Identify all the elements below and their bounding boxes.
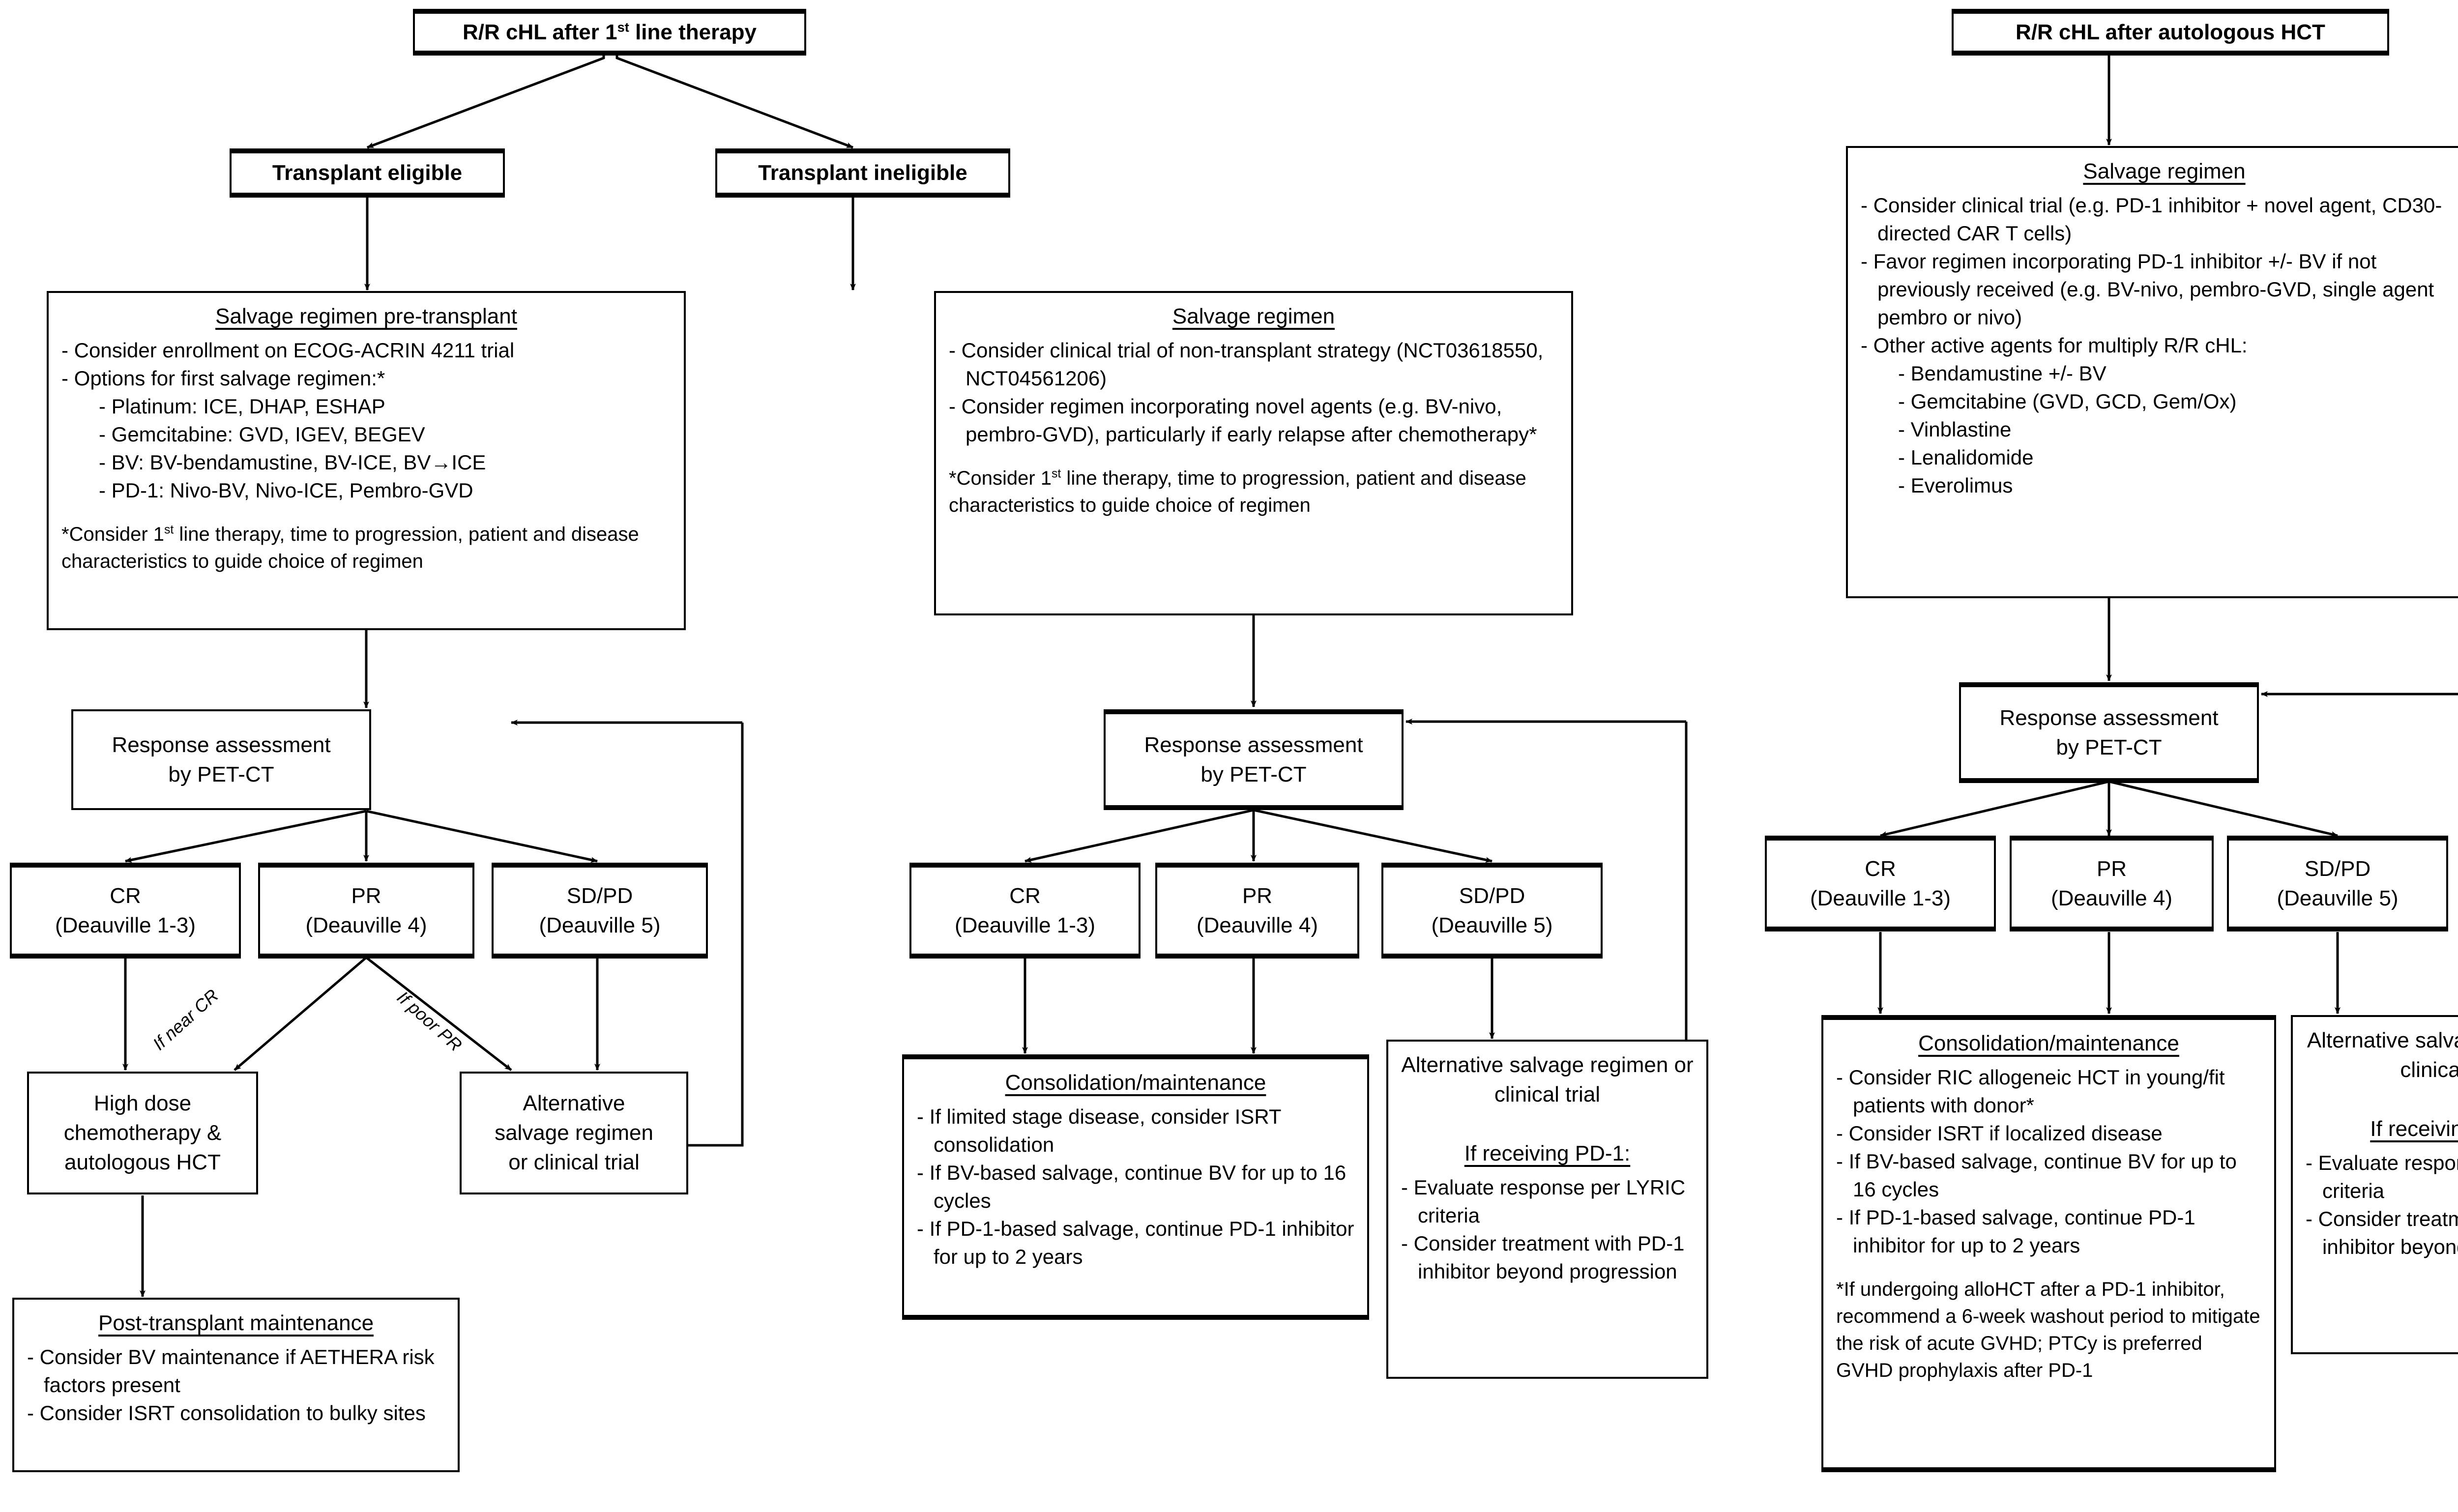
col1-outcome-sdpd-box: SD/PD(Deauville 5) bbox=[492, 863, 708, 959]
col3-salvage-box: Salvage regimen - Consider clinical tria… bbox=[1846, 146, 2458, 598]
col1-outcome-pr-box: PR(Deauville 4) bbox=[258, 863, 474, 959]
col2-alt-header: If receiving PD-1: bbox=[1464, 1141, 1631, 1165]
col1-salvage-subitem: - Platinum: ICE, DHAP, ESHAP bbox=[99, 395, 385, 418]
col2-outcome-pr-label: PR(Deauville 4) bbox=[1197, 883, 1318, 937]
col3-outcome-cr-label: CR(Deauville 1-3) bbox=[1810, 856, 1951, 910]
col3-root-label: R/R cHL after autologous HCT bbox=[2016, 20, 2325, 44]
col2-consolidation-item: - If PD-1-based salvage, continue PD-1 i… bbox=[917, 1217, 1354, 1268]
col3-consolidation-header: Consolidation/maintenance bbox=[1918, 1031, 2179, 1055]
col2-salvage-item: - Consider clinical trial of non-transpl… bbox=[949, 339, 1544, 390]
col2-outcome-pr-box: PR(Deauville 4) bbox=[1155, 863, 1359, 959]
col2-salvage-footnote: *Consider 1st line therapy, time to prog… bbox=[949, 467, 1526, 516]
col2-outcome-cr-label: CR(Deauville 1-3) bbox=[954, 883, 1096, 937]
col2-outcome-cr-box: CR(Deauville 1-3) bbox=[909, 863, 1141, 959]
col3-root-box: R/R cHL after autologous HCT bbox=[1952, 9, 2389, 56]
col1-maintenance-header: Post-transplant maintenance bbox=[98, 1311, 374, 1335]
col1-edge-label-poor-pr: If poor PR bbox=[393, 987, 466, 1055]
col3-consolidation-item: - If BV-based salvage, continue BV for u… bbox=[1836, 1150, 2237, 1201]
col1-edge-label-near-cr: If near CR bbox=[148, 985, 223, 1054]
col3-alt-title: Alternative salvage regimen or clinical … bbox=[2307, 1028, 2458, 1082]
col1-transplant-ineligible-box: Transplant ineligible bbox=[715, 148, 1010, 198]
col1-outcome-cr-label: CR(Deauville 1-3) bbox=[55, 883, 196, 937]
col3-outcome-sdpd-box: SD/PD(Deauville 5) bbox=[2227, 836, 2448, 931]
col3-alt-header: If receiving PD-1: bbox=[2370, 1117, 2458, 1141]
col2-alt-item: - Evaluate response per LYRIC criteria bbox=[1401, 1176, 1686, 1227]
col1-outcome-pr-label: PR(Deauville 4) bbox=[305, 883, 427, 937]
col3-consolidation-footnote: *If undergoing alloHCT after a PD-1 inhi… bbox=[1836, 1279, 2260, 1381]
col1-outcome-sdpd-label: SD/PD(Deauville 5) bbox=[539, 883, 661, 937]
col3-outcome-pr-box: PR(Deauville 4) bbox=[2010, 836, 2214, 931]
col3-alt-item: - Evaluate response per LYRIC criteria bbox=[2306, 1151, 2458, 1202]
col1-root-label: R/R cHL after 1st line therapy bbox=[462, 19, 757, 44]
col3-salvage-subitem: - Everolimus bbox=[1898, 474, 2013, 497]
col2-salvage-header: Salvage regimen bbox=[1172, 304, 1335, 328]
col2-consolidation-header: Consolidation/maintenance bbox=[1005, 1071, 1266, 1095]
col3-salvage-subitem: - Vinblastine bbox=[1898, 418, 2012, 441]
col3-salvage-item: - Consider clinical trial (e.g. PD-1 inh… bbox=[1861, 194, 2442, 245]
col1-salvage-header: Salvage regimen pre-transplant bbox=[215, 304, 517, 328]
col1-salvage-subitem: - Gemcitabine: GVD, IGEV, BEGEV bbox=[99, 423, 425, 446]
col3-consolidation-item: - Consider RIC allogeneic HCT in young/f… bbox=[1836, 1066, 2225, 1117]
col3-salvage-header: Salvage regimen bbox=[2083, 159, 2246, 183]
col2-consolidation-item: - If BV-based salvage, continue BV for u… bbox=[917, 1161, 1346, 1212]
col3-consolidation-box: Consolidation/maintenance - Consider RIC… bbox=[1821, 1015, 2276, 1472]
col2-salvage-box: Salvage regimen - Consider clinical tria… bbox=[934, 291, 1573, 615]
col3-outcome-cr-box: CR(Deauville 1-3) bbox=[1765, 836, 1996, 931]
col1-outcome-cr-box: CR(Deauville 1-3) bbox=[10, 863, 241, 959]
col1-salvage-footnote: *Consider 1st line therapy, time to prog… bbox=[61, 523, 639, 572]
col1-transplant-ineligible-label: Transplant ineligible bbox=[758, 161, 967, 185]
col2-salvage-item: - Consider regimen incorporating novel a… bbox=[949, 395, 1537, 446]
col1-post-transplant-maintenance-box: Post-transplant maintenance - Consider B… bbox=[12, 1298, 460, 1472]
col3-alternative-salvage-box: Alternative salvage regimen or clinical … bbox=[2291, 1015, 2458, 1354]
col1-salvage-item: - Options for first salvage regimen:* bbox=[61, 367, 385, 390]
col2-consolidation-box: Consolidation/maintenance - If limited s… bbox=[902, 1054, 1369, 1320]
col1-salvage-subitem: - PD-1: Nivo-BV, Nivo-ICE, Pembro-GVD bbox=[99, 479, 473, 502]
col2-consolidation-item: - If limited stage disease, consider ISR… bbox=[917, 1105, 1281, 1156]
col3-consolidation-item: - Consider ISRT if localized disease bbox=[1836, 1122, 2163, 1145]
col1-transplant-eligible-box: Transplant eligible bbox=[230, 148, 505, 198]
col2-alt-title: Alternative salvage regimen or clinical … bbox=[1401, 1053, 1694, 1106]
col3-salvage-subitem: - Gemcitabine (GVD, GCD, Gem/Ox) bbox=[1898, 390, 2237, 413]
col2-alt-item: - Consider treatment with PD-1 inhibitor… bbox=[1401, 1232, 1685, 1283]
col1-maintenance-item: - Consider ISRT consolidation to bulky s… bbox=[27, 1401, 426, 1425]
col3-salvage-subitem: - Lenalidomide bbox=[1898, 446, 2034, 469]
col3-alt-item: - Consider treatment with PD-1 inhibitor… bbox=[2306, 1207, 2458, 1258]
col1-maintenance-item: - Consider BV maintenance if AETHERA ris… bbox=[27, 1345, 435, 1396]
col3-outcome-pr-label: PR(Deauville 4) bbox=[2051, 856, 2172, 910]
col1-salvage-subitem: - BV: BV-bendamustine, BV-ICE, BV→ICE bbox=[99, 451, 486, 474]
col3-consolidation-item: - If PD-1-based salvage, continue PD-1 i… bbox=[1836, 1206, 2195, 1257]
col3-salvage-item: - Other active agents for multiply R/R c… bbox=[1861, 334, 2248, 357]
col3-salvage-subitem: - Bendamustine +/- BV bbox=[1898, 362, 2107, 385]
col1-transplant-eligible-label: Transplant eligible bbox=[272, 161, 463, 185]
col1-root-box: R/R cHL after 1st line therapy bbox=[413, 9, 806, 56]
col2-alternative-salvage-box: Alternative salvage regimen or clinical … bbox=[1386, 1040, 1708, 1379]
col1-salvage-box: Salvage regimen pre-transplant - Conside… bbox=[47, 291, 686, 630]
col3-outcome-sdpd-label: SD/PD(Deauville 5) bbox=[2277, 856, 2399, 910]
col1-salvage-item: - Consider enrollment on ECOG-ACRIN 4211… bbox=[61, 339, 515, 362]
col2-outcome-sdpd-box: SD/PD(Deauville 5) bbox=[1381, 863, 1603, 959]
col3-salvage-item: - Favor regimen incorporating PD-1 inhib… bbox=[1861, 250, 2434, 329]
col2-outcome-sdpd-label: SD/PD(Deauville 5) bbox=[1431, 883, 1553, 937]
